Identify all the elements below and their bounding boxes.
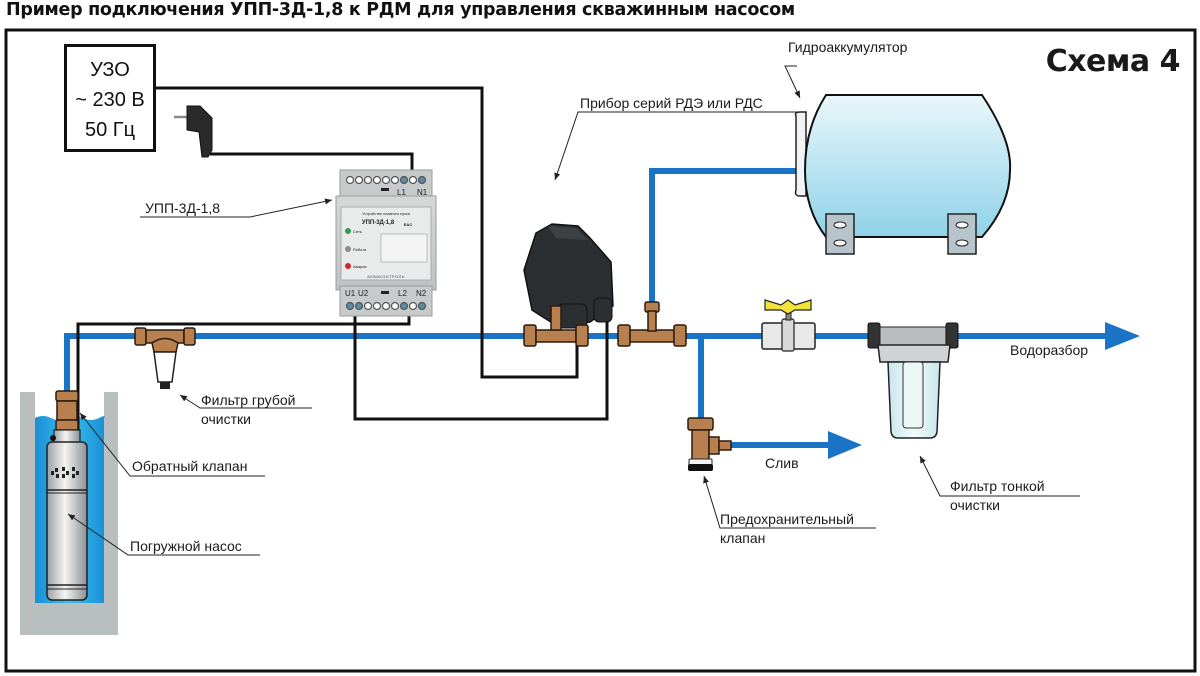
- main-pipe: [64, 333, 1105, 392]
- device-brand: АКВАКОНТРОЛЬ: [367, 274, 405, 279]
- drain-arrow-icon: [828, 431, 862, 459]
- rcd-power-box: УЗО ~ 230 В 50 Гц: [64, 44, 156, 152]
- soft-starter-device: EAC: [335, 169, 437, 317]
- accumulator-label: Гидроаккумулятор: [788, 39, 908, 55]
- pressure-switch: [523, 223, 614, 329]
- pressure-switch-label: Прибор серий РДЭ или РДС: [580, 95, 763, 111]
- led-work-label: Работа: [353, 247, 367, 252]
- device-terminal-top: L1: [397, 188, 406, 197]
- wire-plug-to-device: [210, 152, 414, 172]
- device-panel-badge: EAC: [404, 222, 413, 227]
- pump-label: Погружной насос: [130, 538, 242, 554]
- wire-device-to-pump: [76, 310, 411, 440]
- wire-uzo-to-switch: [156, 86, 579, 379]
- brass-fittings: [55, 301, 732, 461]
- coarse-filter-label: Фильтр грубой: [201, 392, 296, 408]
- fine-filter-label-2: очистки: [950, 497, 1000, 513]
- terminal-screws: [345, 175, 427, 311]
- accumulator-pipe: [649, 168, 800, 336]
- device-terminal-bottom: U1: [345, 289, 356, 298]
- outlet-label: Водоразбор: [1010, 342, 1089, 358]
- device-terminal-bottom: L2: [398, 289, 407, 298]
- device-terminal-top: N1: [417, 188, 428, 197]
- water-pipes: [64, 168, 1105, 448]
- drain-label: Слив: [765, 455, 799, 471]
- wire-device-to-switch: [353, 310, 609, 421]
- device-terminal-bottom: N2: [416, 289, 427, 298]
- device-panel-title: Устройство плавного пуска: [362, 212, 411, 216]
- diagram-title: Пример подключения УПП-3Д-1,8 к РДМ для …: [6, 0, 795, 20]
- scheme-number: Схема 4: [1045, 44, 1181, 79]
- check-valve-label: Обратный клапан: [132, 458, 248, 474]
- voltage-label: ~ 230 В: [75, 89, 145, 111]
- led-alarm-icon: [345, 263, 351, 269]
- ball-valve: [761, 299, 816, 352]
- callout-lines: [67, 65, 1080, 556]
- frequency-label: 50 Гц: [84, 119, 136, 141]
- led-power-icon: [345, 228, 351, 234]
- coarse-filter-label-2: очистки: [201, 411, 251, 427]
- submersible-pump: [46, 429, 88, 601]
- power-plug-icon: [174, 105, 213, 158]
- device-terminal-bottom: U2: [358, 289, 369, 298]
- led-alarm-label: Авария: [353, 264, 367, 269]
- rcd-label: УЗО: [90, 59, 130, 81]
- led-work-icon: [345, 246, 351, 252]
- valve-handle-icon: [764, 299, 812, 315]
- electrical-wires: [76, 86, 609, 440]
- fine-filter: [867, 322, 959, 439]
- diagram-frame: [4, 28, 1197, 673]
- outlet-arrow-icon: [1105, 322, 1140, 350]
- safety-valve-label-2: клапан: [720, 530, 766, 546]
- led-power-label: Сеть: [353, 229, 362, 234]
- coarse-filter: [151, 337, 179, 389]
- accumulator-tank: [794, 94, 1012, 255]
- safety-valve-label: Предохранительный: [720, 511, 854, 527]
- device-panel-model: УПП-3Д-1,8: [362, 220, 395, 226]
- fine-filter-label: Фильтр тонкой: [950, 478, 1045, 494]
- device-label: УПП-3Д-1,8: [145, 200, 221, 216]
- safety-valve-cap: [688, 464, 713, 471]
